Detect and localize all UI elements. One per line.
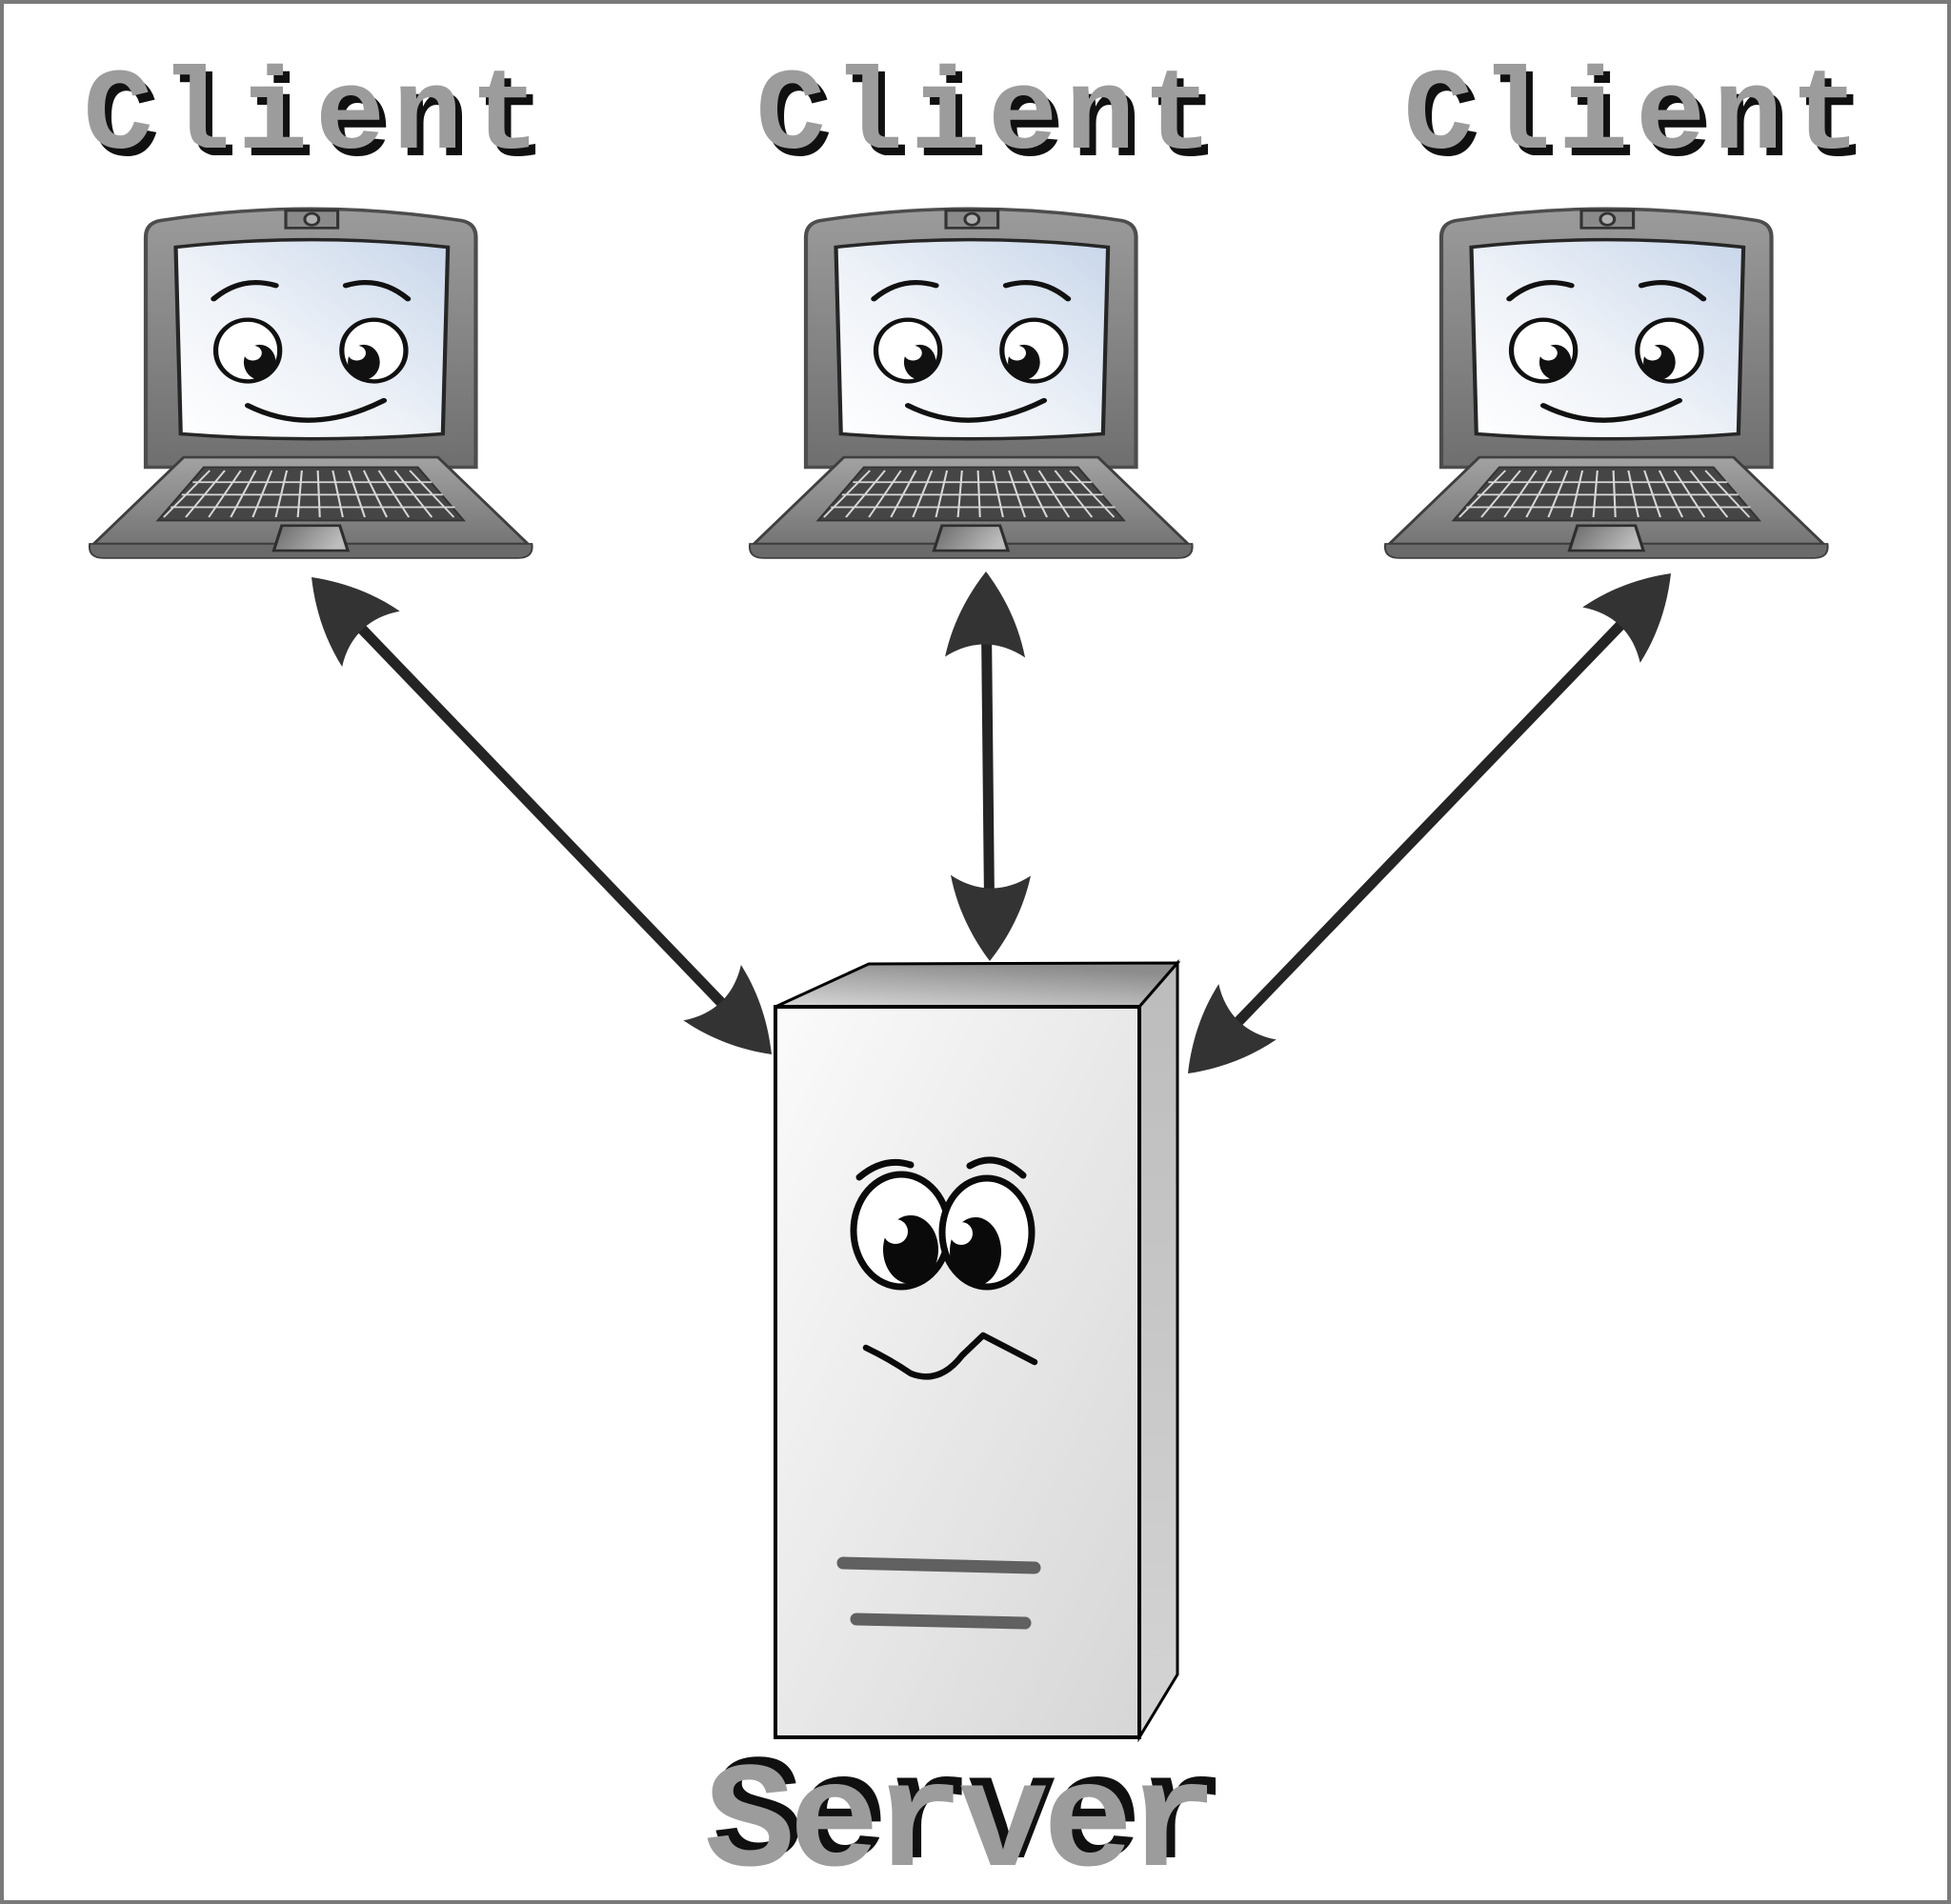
client-2-label: Client — [755, 50, 1220, 183]
arrow-client-3-server — [1158, 545, 1700, 1102]
server-face — [850, 1156, 1038, 1380]
client-1-label: Client — [83, 50, 548, 183]
server-tower-icon — [774, 958, 1181, 1743]
client-1-laptop-icon — [90, 209, 533, 558]
arrow-client-2-server — [945, 571, 1031, 962]
client-2-laptop-icon — [750, 209, 1193, 558]
client-3-laptop-icon — [1385, 209, 1828, 558]
server-label: Server — [704, 1740, 1218, 1904]
client-3-label: Client — [1403, 50, 1868, 183]
diagram-artwork — [4, 4, 1951, 1743]
arrow-client-1-server — [282, 549, 801, 1083]
server-vent-lines — [836, 1556, 1041, 1630]
